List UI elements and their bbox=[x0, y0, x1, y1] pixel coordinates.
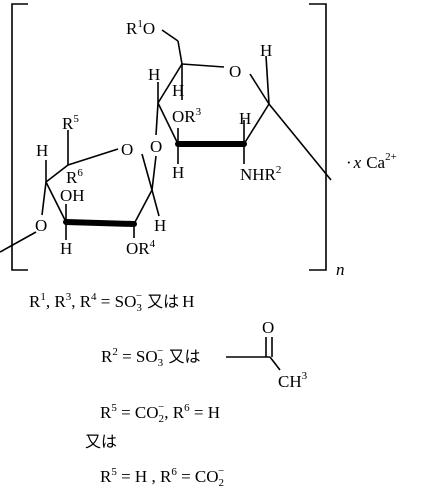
lower-ring-bonds bbox=[0, 130, 160, 253]
lower-ring-oxygen: O bbox=[121, 140, 133, 159]
lower-left-oxygen: O bbox=[35, 216, 47, 235]
right-bracket bbox=[309, 3, 327, 271]
or3-label: OR3 bbox=[172, 106, 202, 126]
legend-line-3: R5 = CO2−, R6 = H bbox=[100, 401, 220, 425]
r1o-label: R1O bbox=[126, 18, 155, 38]
upper-h-mid: H bbox=[172, 81, 184, 100]
or4-label: OR4 bbox=[126, 238, 156, 258]
upper-h-bottom-left: H bbox=[172, 163, 184, 182]
left-bracket bbox=[11, 3, 28, 271]
glycosidic-oxygen: O bbox=[150, 137, 162, 156]
bracket-subscript-n: n bbox=[336, 260, 345, 279]
lower-h-right: H bbox=[154, 216, 166, 235]
lower-h-bottom-left: H bbox=[60, 239, 72, 258]
lower-h-left: H bbox=[36, 141, 48, 160]
upper-h-bottom-mid: H bbox=[239, 109, 251, 128]
upper-h-top-right: H bbox=[260, 41, 272, 60]
legend-line-5: R5 = H , R6 = CO2− bbox=[100, 465, 224, 489]
acetyl-oxygen: O bbox=[262, 318, 274, 337]
r5-label: R5 bbox=[62, 113, 79, 133]
acetyl-methyl: CH3 bbox=[278, 370, 308, 391]
lower-ring-bold-bond bbox=[63, 219, 137, 227]
nhr2-label: NHR2 bbox=[240, 164, 281, 184]
oh-label: OH bbox=[60, 186, 85, 205]
upper-ring-oxygen: O bbox=[229, 62, 241, 81]
acetyl-group: O CH3 bbox=[226, 318, 308, 391]
upper-h-top-left: H bbox=[148, 65, 160, 84]
upper-ring-bonds bbox=[151, 29, 332, 191]
legend-line-2: R2 = SO3− 又は bbox=[101, 345, 200, 369]
r6-label: R6 bbox=[66, 167, 83, 187]
legend-line-4: 又は bbox=[85, 432, 117, 451]
